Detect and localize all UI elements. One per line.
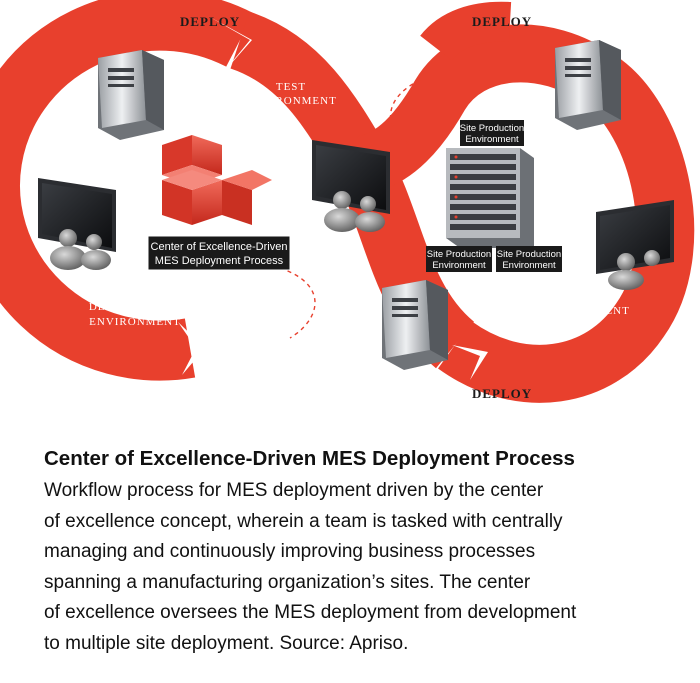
rack-server-icon <box>446 148 534 248</box>
server-tower-icon <box>555 40 621 130</box>
dashed-connector-master <box>544 279 611 331</box>
dashed-connector-coe <box>279 267 316 339</box>
development-environment-label-line2: ENVIRONMENT <box>89 316 181 328</box>
site-left-line1: Site Production <box>427 249 491 260</box>
site-right-line2: Environment <box>502 260 556 271</box>
right-loop <box>355 1 695 403</box>
monitor-with-users-icon <box>38 178 116 270</box>
monitor-with-users-icon <box>312 140 390 232</box>
caption-line: of excellence oversees the MES deploymen… <box>44 602 577 623</box>
deploy-label-top-right: DEPLOY <box>472 14 532 29</box>
site-top-line2: Environment <box>465 134 519 145</box>
deploy-label-top-left: DEPLOY <box>180 14 240 29</box>
caption-title: Center of Excellence-Driven MES Deployme… <box>44 447 575 470</box>
site-production-box-top: Site Production Environment <box>460 120 524 146</box>
coe-label-line2: MES Deployment Process <box>155 255 284 267</box>
development-environment-label-line1: DEVELOPMENT <box>89 301 181 313</box>
deploy-label-bottom: DEPLOY <box>472 386 532 401</box>
coe-label-line1: Center of Excellence-Driven <box>151 241 288 253</box>
monitor-with-users-icon <box>596 200 674 290</box>
caption-body: Workflow process for MES deployment driv… <box>44 476 674 659</box>
site-right-line1: Site Production <box>497 249 561 260</box>
master-environment-label-line1: MASTER <box>559 291 610 303</box>
server-tower-icon <box>382 280 448 370</box>
coe-label-box: Center of Excellence-Driven MES Deployme… <box>147 235 291 271</box>
server-tower-icon <box>98 50 164 140</box>
right-loop-chevron <box>452 345 488 380</box>
site-production-box-right: Site Production Environment <box>496 246 562 272</box>
caption-line: Workflow process for MES deployment driv… <box>44 480 544 501</box>
cube-stack-icon <box>162 135 272 225</box>
test-environment-label-line2: ENVIRONMENT <box>245 95 337 107</box>
figure-caption: Center of Excellence-Driven MES Deployme… <box>44 446 674 659</box>
left-loop-lower-chevron <box>178 322 205 375</box>
site-production-box-left: Site Production Environment <box>426 246 492 272</box>
caption-line: managing and continuously improving busi… <box>44 541 536 562</box>
infinity-deployment-diagram: DEPLOY DEPLOY DEPLOY TEST ENVIRONMENT DE… <box>0 0 695 403</box>
test-environment-label-line1: TEST <box>276 81 306 93</box>
site-left-line2: Environment <box>432 260 486 271</box>
master-environment-label-line2: ENVIRONMENT <box>538 305 630 317</box>
caption-line: to multiple site deployment. Source: Apr… <box>44 632 409 654</box>
caption-line: of excellence concept, wherein a team is… <box>44 510 563 532</box>
site-top-line1: Site Production <box>460 123 524 134</box>
caption-line: spanning a manufacturing organization’s … <box>44 571 531 593</box>
